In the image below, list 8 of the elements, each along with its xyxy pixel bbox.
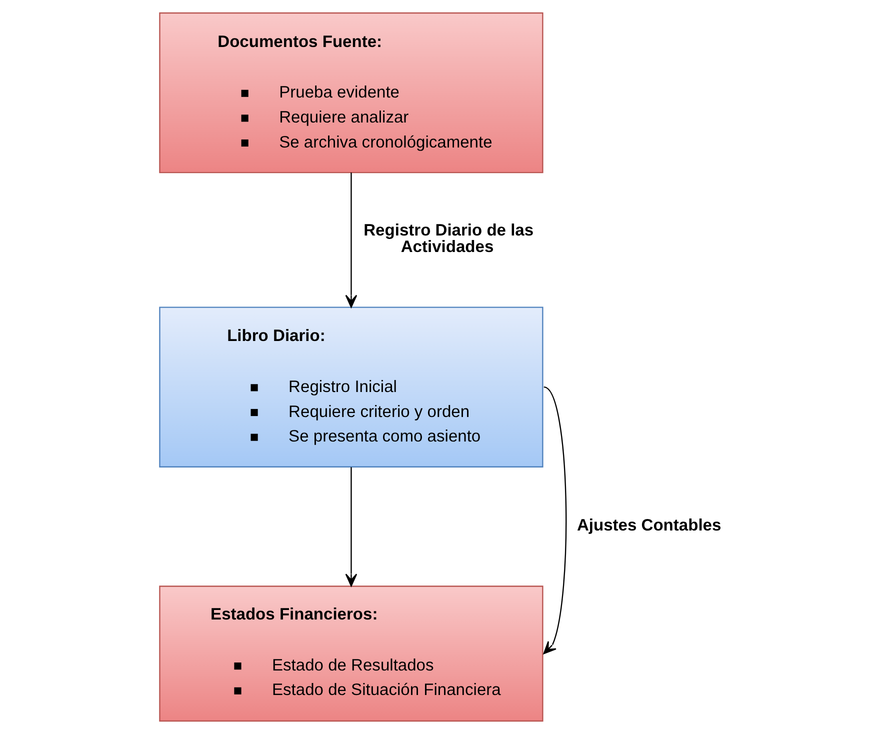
arrow — [344, 467, 357, 587]
edge-label: Ajustes Contables — [576, 515, 721, 534]
arrow — [344, 172, 357, 308]
node-box: Libro Diario: Registro Inicial Requiere criterio y orden Se presenta como asiento — [158, 306, 543, 468]
arrow — [542, 386, 566, 654]
edge-label: Registro Diario de las Actividades — [363, 220, 534, 256]
node-box: Estados Financieros: Estado de Resultados Estado de Situación Financiera — [158, 586, 543, 722]
node-box: Documentos Fuente: Prueba evidente Requiere analizar Se archiva cronológicamente — [158, 12, 543, 174]
